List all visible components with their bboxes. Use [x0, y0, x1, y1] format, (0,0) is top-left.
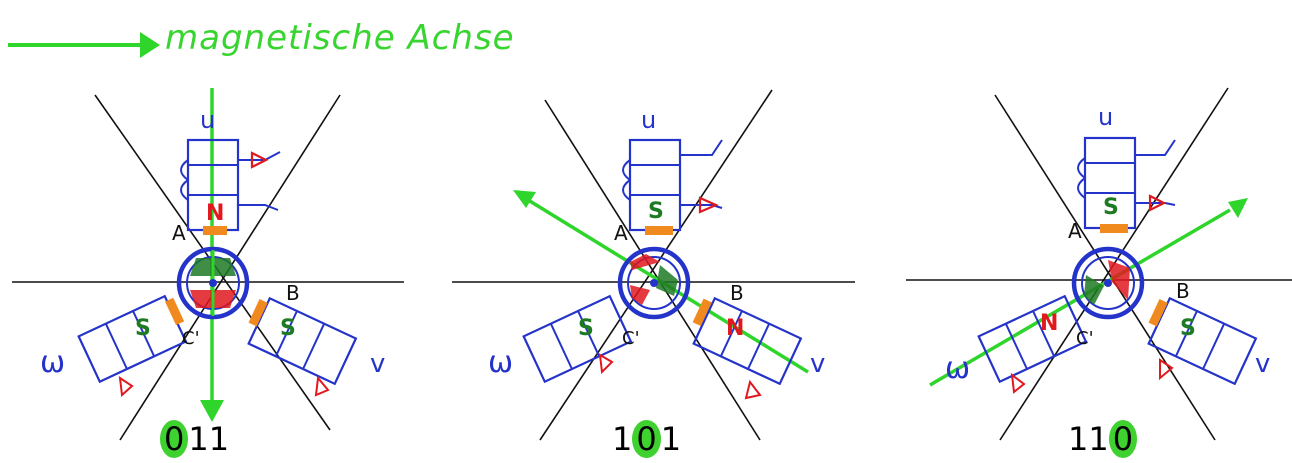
label-w-3: ω [945, 351, 970, 386]
coil-w [77, 294, 188, 384]
pole-v-1: S [280, 316, 296, 341]
code-digit-3-1: 1 [1088, 420, 1109, 458]
pole-u-1: N [206, 201, 224, 226]
motor-diagram-3 [906, 87, 1292, 441]
coil-v [692, 296, 803, 386]
label-u-1: u [200, 106, 215, 134]
code-digit-2-2: 1 [660, 420, 682, 458]
rotor [176, 246, 250, 320]
motor-diagram-2 [452, 89, 855, 441]
label-a-1: A [172, 221, 186, 245]
label-w-1: ω [40, 345, 65, 380]
code-digit-2-0: 1 [612, 420, 633, 458]
code-digit-3-0: 1 [1068, 420, 1089, 458]
coil-v [247, 296, 358, 386]
label-v-2: v [810, 349, 825, 379]
axis-legend-arrow [8, 32, 160, 58]
label-a-3: A [1068, 219, 1082, 243]
pole-u-3: S [1103, 195, 1119, 220]
coil-v [1147, 296, 1258, 386]
label-u-2: u [641, 106, 656, 134]
coil-w [977, 294, 1088, 384]
label-v-3: v [1255, 349, 1270, 379]
label-v-1: v [370, 349, 385, 379]
coil-w [522, 294, 633, 384]
label-b-3: B [1176, 279, 1190, 303]
rotor [1071, 246, 1145, 320]
label-b-1: B [286, 281, 300, 305]
label-w-2: ω [488, 345, 513, 380]
pole-w-1: S [135, 316, 151, 341]
code-digit-3-2: 0 [1108, 420, 1138, 458]
coil-u [180, 138, 281, 235]
coil-u [622, 138, 723, 235]
label-c-1: C' [182, 328, 200, 349]
label-c-2: C' [622, 328, 640, 349]
pole-v-2: N [726, 316, 744, 341]
pole-w-2: S [578, 316, 594, 341]
code-digit-2-1: 0 [632, 420, 661, 458]
pole-v-3: S [1180, 316, 1196, 341]
pole-w-3: N [1040, 311, 1058, 336]
label-u-3: u [1098, 103, 1113, 131]
motor-diagram-1 [12, 88, 404, 441]
pole-u-2: S [648, 199, 664, 224]
code-digit-1-1: 1 [188, 420, 209, 458]
axis-legend-title: magnetische Achse [165, 18, 515, 58]
rotor [617, 246, 691, 320]
code-digit-1-2: 1 [208, 420, 230, 458]
label-a-2: A [614, 221, 628, 245]
label-b-2: B [730, 281, 744, 305]
code-digit-1-0: 0 [160, 420, 189, 458]
label-c-3: C' [1076, 328, 1094, 349]
coil-u [1077, 136, 1176, 233]
